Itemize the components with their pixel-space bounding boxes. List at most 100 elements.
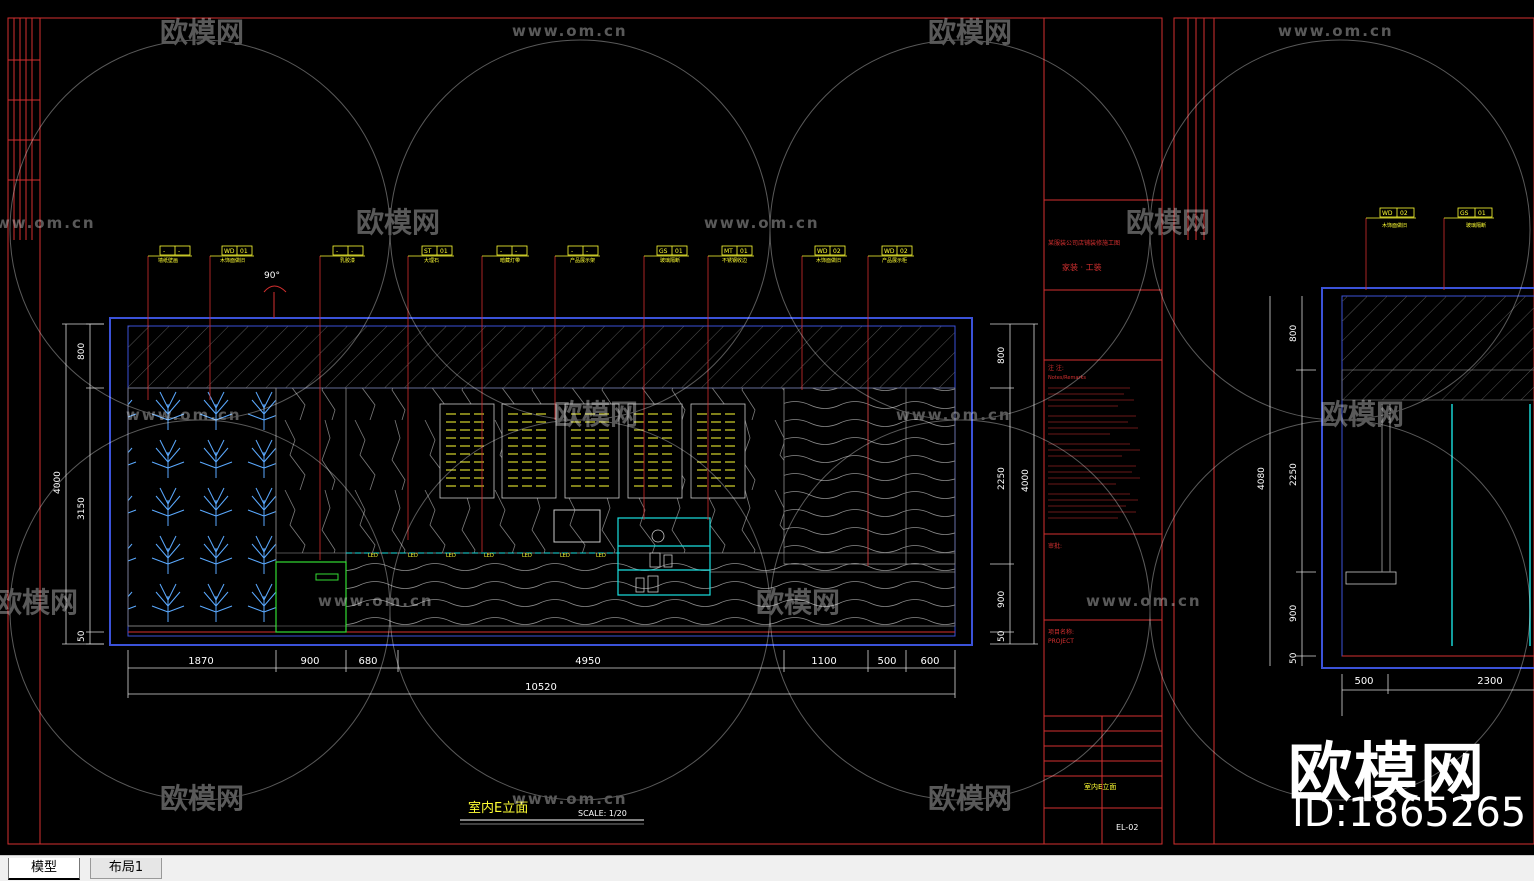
watermark-id: ID:1865265 (1292, 790, 1527, 836)
dim-label: 800 (1289, 325, 1299, 342)
watermark-logo-text: 欧模网 (1288, 737, 1486, 811)
dim-label: 800 (997, 347, 1007, 364)
watermark-brand: 欧模网 (160, 782, 244, 815)
dim-label: 4950 (575, 656, 600, 667)
dims-left (62, 323, 104, 645)
tag-code: - (336, 248, 338, 255)
tag-code: - (571, 248, 573, 255)
watermark-brand: 欧模网 (0, 586, 78, 619)
tag-num: - (178, 248, 180, 255)
tag-label: 木饰面做旧 (816, 257, 841, 264)
sheet-frame-right (1173, 17, 1534, 845)
title-block: 某服装公司店铺装修施工图 家装 · 工装 注 注: Notes/Remarks … (1043, 17, 1163, 845)
title-block-sheet-title: 室内E立面 (1084, 782, 1116, 791)
dim-label: 680 (358, 656, 377, 667)
tag-label: 木饰面做旧 (1382, 222, 1407, 229)
elevation-scale: SCALE: 1/20 (578, 809, 627, 818)
tag-num: 02 (833, 248, 841, 255)
watermark-brand: 欧模网 (1126, 206, 1210, 239)
dim-label: 1100 (811, 656, 836, 667)
led-label: LED (408, 553, 418, 559)
tag-label: 乳胶漆 (340, 257, 355, 264)
led-label: LED (596, 553, 606, 559)
tag-label: 暗藏灯带 (500, 257, 520, 264)
tag-code: - (163, 248, 165, 255)
dim-label: 600 (920, 656, 939, 667)
tag-num: - (515, 248, 517, 255)
dim-label: 2300 (1477, 676, 1502, 687)
watermark-url: www.om.cn (1086, 592, 1202, 610)
watermark-url: www.om.cn (512, 22, 628, 40)
led-label: LED (446, 553, 456, 559)
dim-label: 500 (1354, 676, 1373, 687)
display-panels (439, 403, 746, 499)
tag-num: - (351, 248, 353, 255)
dim-total: 10520 (525, 682, 557, 693)
cad-canvas[interactable]: 某服装公司店铺装修施工图 家装 · 工装 注 注: Notes/Remarks … (0, 0, 1534, 855)
led-label: LED (484, 553, 494, 559)
dims-right (990, 323, 1038, 645)
tag-code: WD (224, 248, 235, 255)
watermark-url: www.om.cn (1278, 22, 1394, 40)
elevation-e: LED LED LED LED LED LED LED 90° (53, 245, 1038, 825)
watermark-brand: 欧模网 (928, 782, 1012, 815)
tag-code: WD (817, 248, 828, 255)
watermark-url: www.om.cn (896, 406, 1012, 424)
tag-label: 木饰面做旧 (220, 257, 245, 264)
tag-num: 02 (900, 248, 908, 255)
watermark-brand: 欧模网 (1320, 398, 1404, 431)
tag-code: ST (424, 248, 432, 255)
tag-num: 01 (440, 248, 448, 255)
led-label: LED (560, 553, 570, 559)
dim-label: 500 (877, 656, 896, 667)
dim-label: 2250 (1289, 463, 1299, 486)
tag-code: WD (1382, 210, 1393, 217)
watermark-brand: 欧模网 (756, 586, 840, 619)
led-label: LED (368, 553, 378, 559)
watermark-url: www.om.cn (512, 790, 628, 808)
watermark-url: www.om.cn (126, 406, 242, 424)
tag-label: 大理石 (424, 257, 439, 264)
watermark-url: www.om.cn (704, 214, 820, 232)
tag-num: 01 (740, 248, 748, 255)
dim-label: 3150 (77, 497, 87, 520)
elevation-right: WD 02 木饰面做旧 GS 01 玻璃隔断 800 2250 4080 900… (1257, 207, 1534, 716)
tag-label: 墙纸壁画 (158, 257, 178, 264)
tag-label: 玻璃隔断 (1466, 222, 1486, 229)
tag-label: 产品展示架 (570, 257, 595, 264)
dim-label: 4000 (1021, 469, 1031, 492)
title-block-project-en: PROJECT (1048, 638, 1074, 645)
tag-num: 01 (240, 248, 248, 255)
tag-label: 不锈钢收边 (722, 257, 747, 264)
door-swing-label: 90° (264, 271, 280, 281)
dim-label: 4080 (1257, 467, 1267, 490)
layout-tab-bar: 模型 布局1 (0, 855, 1534, 881)
dim-label: 4000 (53, 471, 63, 494)
dim-label: 900 (997, 591, 1007, 608)
dim-label: 900 (1289, 605, 1299, 622)
led-label: LED (522, 553, 532, 559)
dim-label: 2250 (997, 467, 1007, 490)
watermark-brand: 欧模网 (928, 16, 1012, 49)
title-block-sheet-no: EL-02 (1116, 823, 1138, 832)
watermark-url: www.om.cn (0, 214, 96, 232)
tab-layout1[interactable]: 布局1 (90, 858, 162, 879)
tag-label: 玻璃隔断 (660, 257, 680, 264)
title-block-notes-text: Notes/Remarks (1048, 375, 1086, 381)
title-block-subtitle: 家装 · 工装 (1062, 262, 1102, 272)
tag-num: 01 (675, 248, 683, 255)
title-block-notes-heading: 注 注: (1048, 364, 1064, 372)
tag-num: 01 (1478, 210, 1486, 217)
watermark-brand: 欧模网 (554, 398, 638, 431)
tag-code: - (500, 248, 502, 255)
material-tag (147, 245, 192, 400)
title-block-project-name: 某服装公司店铺装修施工图 (1048, 239, 1120, 247)
tab-model[interactable]: 模型 (8, 858, 80, 880)
dim-label: 50 (77, 630, 87, 642)
dim-label: 50 (997, 630, 1007, 642)
watermark-brand: 欧模网 (356, 206, 440, 239)
dim-label: 800 (77, 343, 87, 360)
tag-code: GS (1460, 210, 1469, 217)
watermark-url: www.om.cn (318, 592, 434, 610)
elevation-title: 室内E立面 (468, 800, 528, 816)
